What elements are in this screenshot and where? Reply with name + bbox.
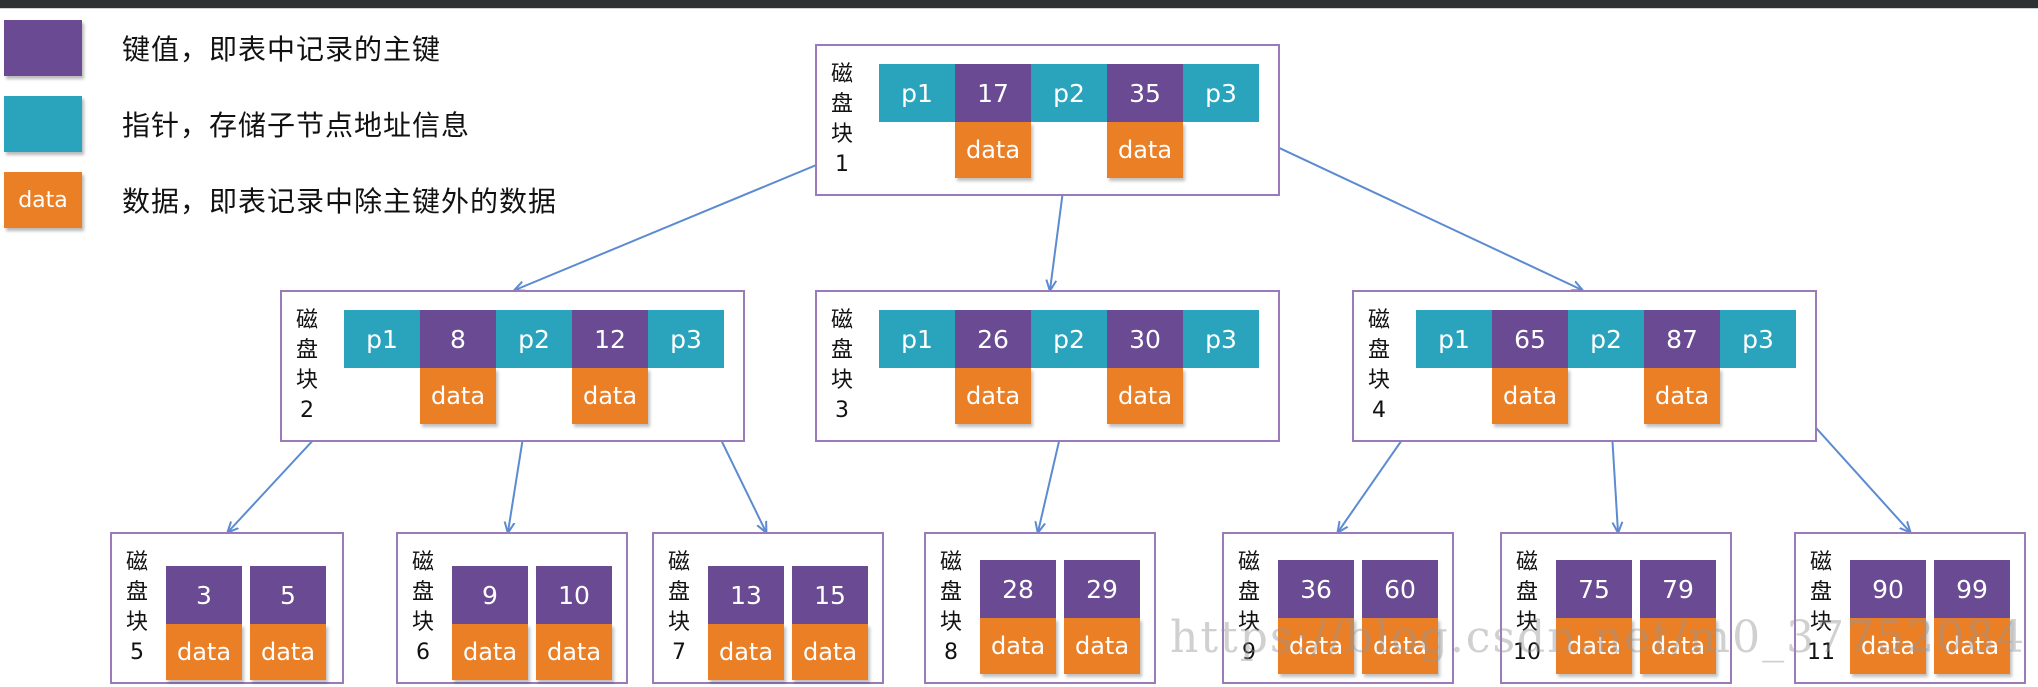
pointer-cell: p3 bbox=[1183, 310, 1259, 368]
key-cell: 9 bbox=[452, 566, 528, 624]
legend-key: 键值，即表中记录的主键 bbox=[4, 20, 441, 76]
data-cell: data bbox=[1644, 368, 1720, 424]
key-cell: 28 bbox=[980, 560, 1056, 618]
pointer-cell: p3 bbox=[648, 310, 724, 368]
key-cell: 3 bbox=[166, 566, 242, 624]
data-cell: data bbox=[1934, 618, 2010, 674]
key-cell: 8 bbox=[420, 310, 496, 368]
pointer-cell: p2 bbox=[496, 310, 572, 368]
data-cell: data bbox=[792, 624, 868, 680]
data-cell: data bbox=[980, 618, 1056, 674]
key-cell: 75 bbox=[1556, 560, 1632, 618]
pointer-cell: p2 bbox=[1031, 310, 1107, 368]
data-cell: data bbox=[536, 624, 612, 680]
data-cell: data bbox=[1362, 618, 1438, 674]
data-cell: data bbox=[1640, 618, 1716, 674]
legend-key-swatch bbox=[4, 20, 82, 76]
legend-pointer-swatch bbox=[4, 96, 82, 152]
key-cell: 79 bbox=[1640, 560, 1716, 618]
data-cell: data bbox=[1107, 368, 1183, 424]
data-cell: data bbox=[1850, 618, 1926, 674]
data-cell: data bbox=[1492, 368, 1568, 424]
pointer-cell: p2 bbox=[1031, 64, 1107, 122]
data-cell: data bbox=[420, 368, 496, 424]
legend-pointer-text: 指针，存储子节点地址信息 bbox=[122, 109, 471, 142]
key-cell: 26 bbox=[955, 310, 1031, 368]
key-cell: 15 bbox=[792, 566, 868, 624]
window-top-bar bbox=[0, 0, 2038, 9]
pointer-cell: p1 bbox=[1416, 310, 1492, 368]
data-cell: data bbox=[572, 368, 648, 424]
data-cell: data bbox=[1278, 618, 1354, 674]
legend-data: data 数据，即表记录中除主键外的数据 bbox=[4, 172, 557, 228]
data-cell: data bbox=[955, 122, 1031, 178]
pointer-cell: p2 bbox=[1568, 310, 1644, 368]
key-cell: 29 bbox=[1064, 560, 1140, 618]
key-cell: 65 bbox=[1492, 310, 1568, 368]
pointer-cell: p1 bbox=[879, 64, 955, 122]
key-cell: 87 bbox=[1644, 310, 1720, 368]
key-cell: 30 bbox=[1107, 310, 1183, 368]
data-cell: data bbox=[1064, 618, 1140, 674]
data-cell: data bbox=[1556, 618, 1632, 674]
key-cell: 36 bbox=[1278, 560, 1354, 618]
watermark: https://blog.csdn.net/m0_37752084 bbox=[1170, 612, 2027, 663]
data-cell: data bbox=[708, 624, 784, 680]
key-cell: 90 bbox=[1850, 560, 1926, 618]
legend-pointer: 指针，存储子节点地址信息 bbox=[4, 96, 470, 152]
data-cell: data bbox=[452, 624, 528, 680]
key-cell: 5 bbox=[250, 566, 326, 624]
data-cell: data bbox=[250, 624, 326, 680]
key-cell: 99 bbox=[1934, 560, 2010, 618]
pointer-cell: p1 bbox=[879, 310, 955, 368]
key-cell: 13 bbox=[708, 566, 784, 624]
data-cell: data bbox=[166, 624, 242, 680]
key-cell: 60 bbox=[1362, 560, 1438, 618]
data-cell: data bbox=[1107, 122, 1183, 178]
key-cell: 17 bbox=[955, 64, 1031, 122]
pointer-cell: p1 bbox=[344, 310, 420, 368]
pointer-cell: p3 bbox=[1183, 64, 1259, 122]
legend-data-text: 数据，即表记录中除主键外的数据 bbox=[122, 185, 558, 218]
key-cell: 12 bbox=[572, 310, 648, 368]
pointer-cell: p3 bbox=[1720, 310, 1796, 368]
data-cell: data bbox=[955, 368, 1031, 424]
legend-key-text: 键值，即表中记录的主键 bbox=[122, 33, 442, 66]
key-cell: 35 bbox=[1107, 64, 1183, 122]
legend-data-swatch: data bbox=[4, 172, 82, 228]
key-cell: 10 bbox=[536, 566, 612, 624]
